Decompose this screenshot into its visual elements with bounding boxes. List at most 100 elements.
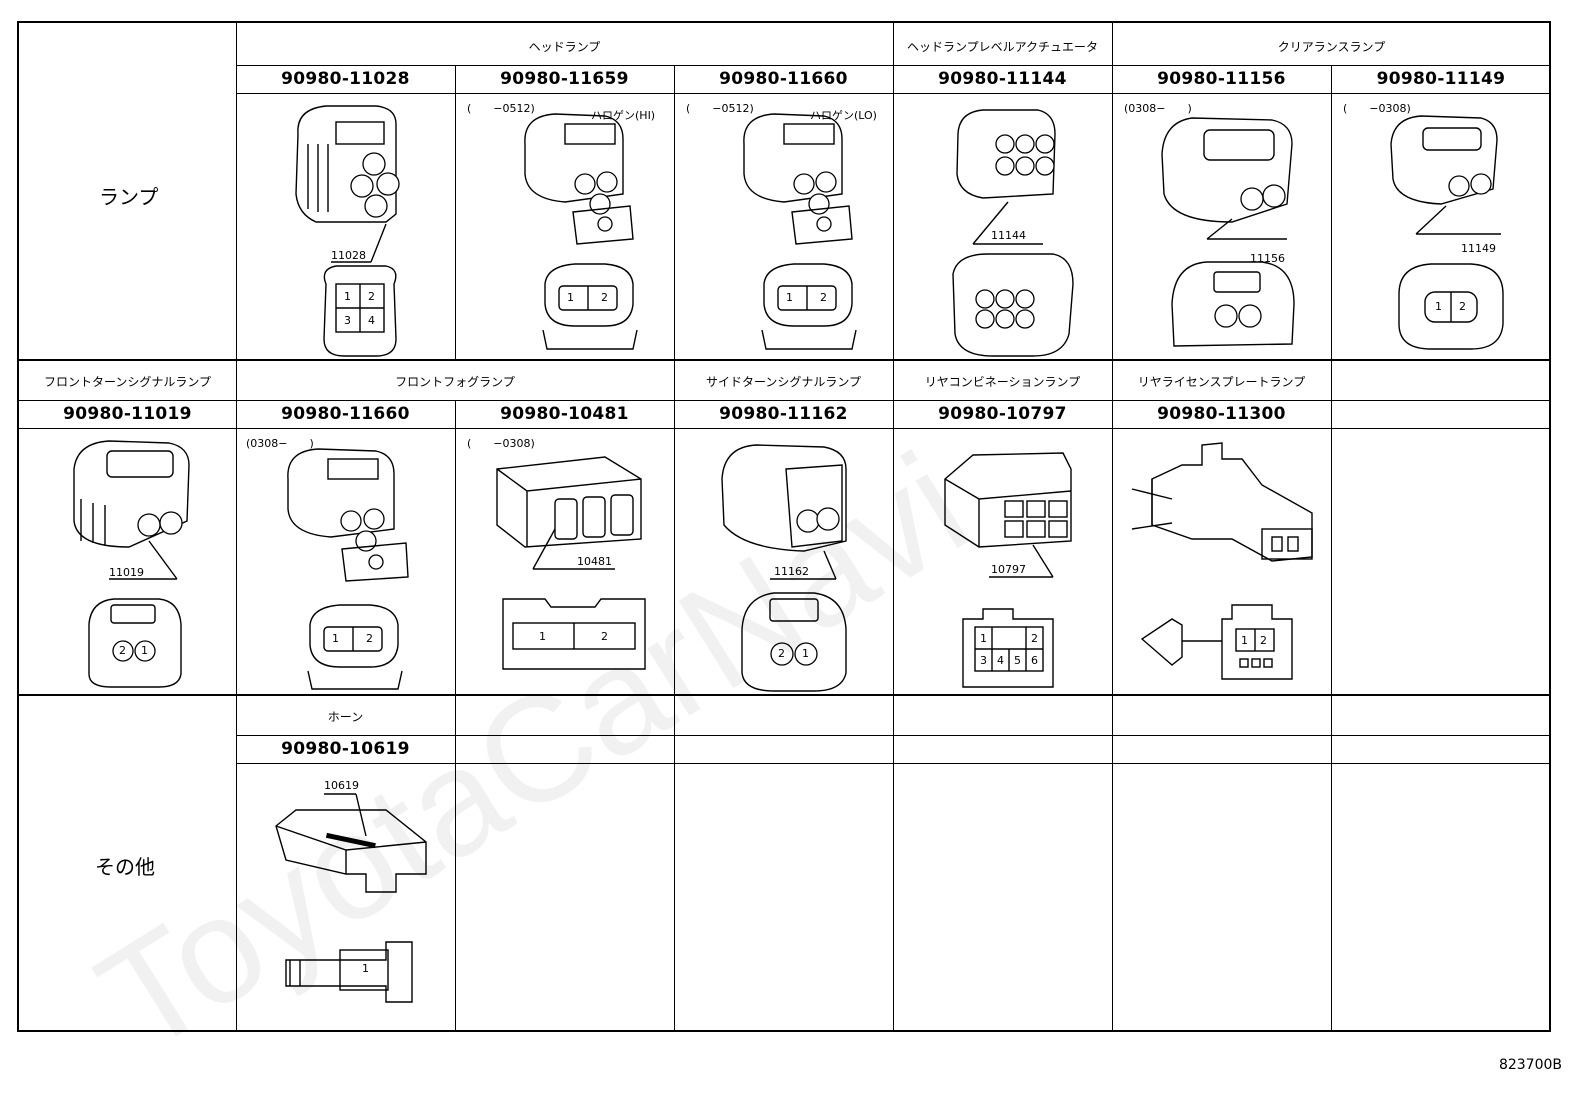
grid-line <box>455 65 456 360</box>
grid-line <box>236 93 1551 94</box>
part-number: 90980-11149 <box>1376 69 1506 89</box>
connector-cell-11156: (0308− ) 11156 <box>1112 94 1331 359</box>
connector-tag: 10481 <box>577 555 612 568</box>
pin-number: 2 <box>368 290 375 303</box>
pin-number: 1 <box>344 290 351 303</box>
grid-line <box>19 359 1551 361</box>
connector-11156-drawing <box>1161 117 1295 347</box>
pin-number: 4 <box>997 654 1004 667</box>
part-number: 90980-11144 <box>938 69 1067 89</box>
connector-cell-11660-fog: (0308− ) 1 2 <box>236 429 455 694</box>
connector-cell-10797: 10797 1 2 3 4 5 6 <box>893 429 1112 694</box>
connector-cell-11660-lo: ( −0512) ハロゲン(LO) 1 2 <box>674 94 893 359</box>
pin-number: 2 <box>366 632 373 645</box>
connector-11300-drawing <box>1131 442 1313 680</box>
part-number: 90980-10797 <box>938 404 1067 424</box>
pin-number: 1 <box>802 647 809 660</box>
pin-number: 5 <box>1014 654 1021 667</box>
connector-cell-11659: ( −0512) ハロゲン(HI) 1 2 <box>455 94 674 359</box>
group-headlamp-level-actuator: ヘッドランプレベルアクチュエータ <box>906 40 1099 54</box>
connector-cell-11162: 11162 2 1 <box>674 429 893 694</box>
pin-number: 1 <box>362 962 369 975</box>
group-front-fog: フロントフォグランプ <box>395 375 515 389</box>
figure-id: 823700B <box>1498 1057 1562 1073</box>
connector-cell-10481: ( −0308) 10481 1 2 <box>455 429 674 694</box>
connector-tag: 10619 <box>324 779 359 792</box>
pin-number: 2 <box>1031 632 1038 645</box>
part-number: 90980-10481 <box>500 404 629 424</box>
part-number: 90980-11300 <box>1157 404 1286 424</box>
part-number: 90980-11660 <box>281 404 410 424</box>
connector-tag: 11149 <box>1461 242 1496 255</box>
variant-note: ハロゲン(LO) <box>810 109 877 122</box>
connector-cell-11144: 11144 <box>893 94 1112 359</box>
connector-tag: 11162 <box>774 565 809 578</box>
group-headlamp: ヘッドランプ <box>528 40 601 54</box>
connector-11144-drawing <box>952 109 1074 357</box>
date-range-note: ( −0308) <box>467 437 535 450</box>
pin-number: 2 <box>778 647 785 660</box>
grid-line <box>455 695 456 1030</box>
part-number: 90980-11660 <box>719 69 848 89</box>
part-number: 90980-11028 <box>281 69 410 89</box>
connector-10481-drawing <box>496 456 646 670</box>
pin-number: 1 <box>539 630 546 643</box>
pin-number: 2 <box>820 291 827 304</box>
pin-number: 1 <box>980 632 987 645</box>
part-number: 90980-11019 <box>63 404 192 424</box>
pin-number: 2 <box>119 644 126 657</box>
part-number: 90980-11659 <box>500 69 629 89</box>
pin-number: 2 <box>1260 634 1267 647</box>
grid-line <box>1331 65 1332 360</box>
connector-cell-11019: 11019 2 1 <box>19 429 236 694</box>
connector-cell-11149: ( −0308) 11149 1 2 <box>1331 94 1551 359</box>
connector-tag: 10797 <box>991 563 1026 576</box>
pin-number: 2 <box>601 291 608 304</box>
connector-11149-drawing <box>1390 115 1504 350</box>
connector-cell-11028: 11028 1 2 3 4 <box>236 94 455 359</box>
pin-number: 1 <box>1241 634 1248 647</box>
connector-tag: 11156 <box>1250 252 1285 265</box>
grid-line <box>19 428 1551 429</box>
pin-number: 3 <box>980 654 987 667</box>
connector-chart: ランプ その他 ヘッドランプ ヘッドランプレベルアクチュエータ クリアランスラン… <box>17 21 1551 1032</box>
group-horn: ホーン <box>327 710 364 724</box>
connector-11019-drawing <box>73 440 190 688</box>
connector-11659-drawing <box>524 113 638 350</box>
pin-number: 1 <box>786 291 793 304</box>
pin-number: 1 <box>1435 300 1442 313</box>
pin-number: 1 <box>141 644 148 657</box>
pin-number: 2 <box>1459 300 1466 313</box>
category-lamp: ランプ <box>99 185 159 209</box>
connector-10797-drawing <box>944 452 1072 688</box>
part-number: 90980-11156 <box>1157 69 1286 89</box>
connector-10619-drawing <box>275 793 427 1003</box>
variant-note: ハロゲン(HI) <box>591 109 656 122</box>
connector-cell-10619: 10619 1 <box>236 764 455 1030</box>
connector-tag: 11028 <box>331 249 366 262</box>
connector-tag: 11144 <box>991 229 1026 242</box>
group-rear-license-plate: リヤライセンスプレートランプ <box>1137 375 1306 389</box>
pin-number: 3 <box>344 314 351 327</box>
grid-line <box>1112 23 1113 1030</box>
date-range-note: ( −0308) <box>1343 102 1411 115</box>
grid-line <box>236 23 237 1030</box>
grid-line <box>236 735 1551 736</box>
connector-11162-drawing <box>721 444 847 692</box>
part-number: 90980-10619 <box>281 739 410 759</box>
grid-line <box>236 763 1551 764</box>
connector-tag: 11019 <box>109 566 144 579</box>
connector-11660-fog-drawing <box>287 448 409 690</box>
pin-number: 1 <box>567 291 574 304</box>
group-rear-combination: リヤコンビネーションランプ <box>924 375 1081 389</box>
date-range-note: (0308− ) <box>246 437 314 450</box>
pin-number: 2 <box>601 630 608 643</box>
grid-line <box>19 400 1551 401</box>
date-range-note: (0308− ) <box>1124 102 1192 115</box>
grid-line <box>236 65 1551 66</box>
date-range-note: ( −0512) <box>686 102 754 115</box>
grid-line <box>19 694 1551 696</box>
pin-number: 1 <box>332 632 339 645</box>
grid-line <box>893 23 894 1030</box>
date-range-note: ( −0512) <box>467 102 535 115</box>
